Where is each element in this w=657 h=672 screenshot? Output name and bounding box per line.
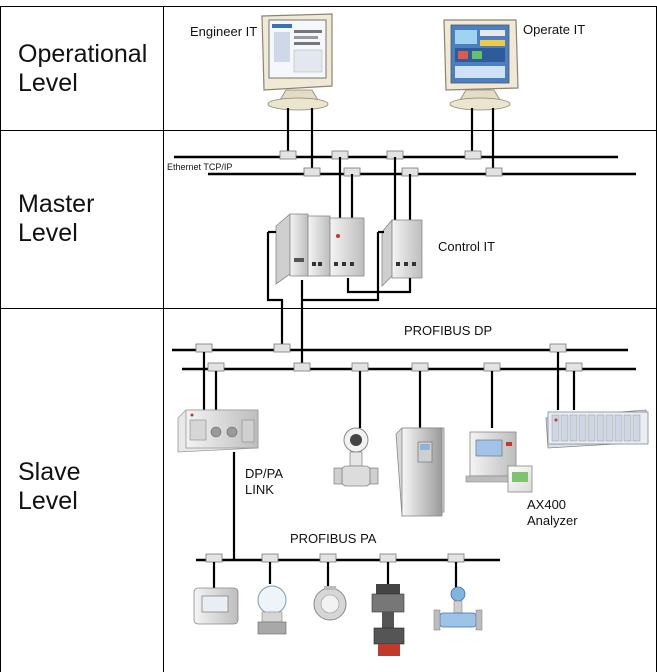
profibus-pa-tee-connectors xyxy=(205,553,465,563)
remote-io-rack-icon xyxy=(545,409,649,449)
operational-level-label: Operational Level xyxy=(18,40,148,97)
profibus-dp-tee-connectors xyxy=(195,343,583,372)
pa-temperature-transmitter-icon xyxy=(313,586,347,621)
operate-it-workstation-icon xyxy=(443,19,519,111)
pa-flowmeter-icon xyxy=(433,586,483,631)
profibus-pa-device-drops xyxy=(212,562,458,588)
ethernet-label: Ethernet TCP/IP xyxy=(167,162,233,172)
dp-pa-link-label: DP/PA LINK xyxy=(245,466,284,497)
master-slave-divider xyxy=(0,308,657,309)
profibus-pa-label: PROFIBUS PA xyxy=(290,531,377,546)
control-it-controller-modules xyxy=(275,213,423,287)
ethernet-tee-connectors xyxy=(279,150,503,177)
electromagnetic-flowmeter-icon xyxy=(333,427,379,487)
operational-master-divider xyxy=(0,130,657,131)
control-it-ethernet-drops xyxy=(338,157,412,222)
engineer-it-label: Engineer IT xyxy=(190,24,258,39)
slave-level-label: Slave Level xyxy=(18,458,81,515)
ax400-analyzer-label: AX400 Analyzer xyxy=(527,497,578,528)
pa-pressure-transmitter-icon xyxy=(257,585,287,635)
master-level-label: Master Level xyxy=(18,190,95,247)
operate-it-label: Operate IT xyxy=(523,22,586,37)
frequency-drive-cabinet-icon xyxy=(395,427,445,517)
frame-left-border xyxy=(0,6,1,672)
pa-indicator-display-icon xyxy=(193,587,239,625)
pa-control-valve-icon xyxy=(371,584,405,656)
engineer-it-workstation-icon xyxy=(261,13,333,111)
frame-top-border xyxy=(0,6,657,7)
label-column-divider xyxy=(163,6,164,672)
control-it-label: Control IT xyxy=(438,239,496,254)
dp-pa-link-coupler-icon xyxy=(177,409,259,453)
ax400-analyzer-icon xyxy=(465,431,533,493)
profibus-dp-device-drops xyxy=(202,352,576,430)
profibus-dp-label: PROFIBUS DP xyxy=(404,323,493,338)
